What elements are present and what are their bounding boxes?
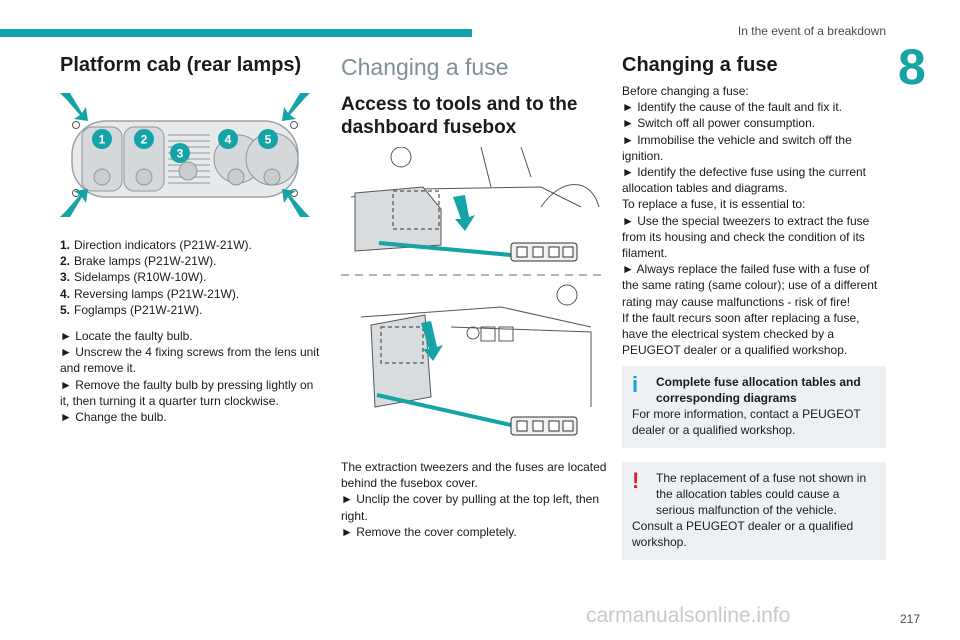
info-note-text: For more information, contact a PEUGEOT … bbox=[632, 407, 861, 438]
fusebox-access-illustration bbox=[341, 147, 603, 436]
paragraph: ► Immobilise the vehicle and switch off … bbox=[622, 132, 852, 163]
column-changing-fuse: Changing a fuse Before changing a fuse: … bbox=[622, 54, 886, 561]
running-head: In the event of a breakdown bbox=[737, 24, 886, 38]
warning-note: ! The replacement of a fuse not shown in… bbox=[622, 462, 886, 561]
paragraph: ► Remove the cover completely. bbox=[341, 524, 517, 539]
lamp-label-4: 4 bbox=[225, 133, 232, 147]
watermark: carmanualsonline.info bbox=[586, 604, 791, 627]
paragraph: ► Always replace the failed fuse with a … bbox=[622, 262, 878, 309]
step-text: ► Unscrew the 4 fixing screws from the l… bbox=[60, 345, 320, 376]
paragraph: Before changing a fuse: bbox=[622, 84, 749, 98]
section-title-changing-fuse: Changing a fuse bbox=[341, 54, 509, 80]
info-note: i Complete fuse allocation tables and co… bbox=[622, 366, 886, 449]
column-fuse-access: Changing a fuse Access to tools and to t… bbox=[341, 54, 609, 540]
rear-lamp-diagram: 1 2 3 4 5 bbox=[60, 93, 310, 217]
warning-note-text: Consult a PEUGEOT dealer or a qualified … bbox=[632, 519, 854, 550]
lamp-label-2: 2 bbox=[141, 133, 148, 147]
lamp-label-5: 5 bbox=[265, 133, 272, 147]
step-text: ► Change the bulb. bbox=[60, 410, 167, 425]
step-text: ► Remove the faulty bulb by pressing lig… bbox=[60, 377, 314, 408]
paragraph: The extraction tweezers and the fuses ar… bbox=[341, 460, 607, 491]
section-title-changing-fuse-2: Changing a fuse bbox=[622, 54, 778, 76]
warning-note-heading: The replacement of a fuse not shown in t… bbox=[656, 471, 867, 518]
step-text: ► Locate the faulty bulb. bbox=[60, 329, 193, 344]
list-item: 4.Reversing lamps (P21W-21W). bbox=[60, 286, 240, 301]
info-icon: i bbox=[632, 372, 639, 398]
paragraph: ► Unclip the cover by pulling at the top… bbox=[341, 492, 600, 523]
info-note-heading: Complete fuse allocation tables and corr… bbox=[656, 375, 861, 406]
paragraph: ► Identify the cause of the fault and fi… bbox=[622, 100, 843, 115]
lamp-label-3: 3 bbox=[177, 147, 184, 161]
list-item: 5.Foglamps (P21W-21W). bbox=[60, 302, 203, 317]
column-rear-lamps: Platform cab (rear lamps) bbox=[60, 54, 322, 425]
chapter-number: 8 bbox=[898, 39, 926, 95]
paragraph: ► Identify the defective fuse using the … bbox=[622, 165, 867, 196]
paragraph: ► Use the special tweezers to extract th… bbox=[622, 213, 870, 261]
list-item: 2.Brake lamps (P21W-21W). bbox=[60, 254, 217, 269]
page-number: 217 bbox=[899, 612, 920, 626]
list-item: 1.Direction indicators (P21W-21W). bbox=[60, 238, 252, 252]
subsection-title-access: Access to tools and to the dashboard fus… bbox=[341, 94, 578, 138]
section-title-rear-lamps: Platform cab (rear lamps) bbox=[60, 54, 302, 76]
header-accent-bar bbox=[0, 29, 472, 37]
warning-icon: ! bbox=[632, 468, 640, 494]
paragraph: ► Switch off all power consumption. bbox=[622, 116, 816, 131]
bulb-list: 1.Direction indicators (P21W-21W). 2.Bra… bbox=[60, 237, 322, 318]
paragraph: If the fault recurs soon after replacing… bbox=[622, 310, 860, 358]
lamp-label-1: 1 bbox=[99, 133, 106, 147]
list-item: 3.Sidelamps (R10W-10W). bbox=[60, 270, 207, 285]
paragraph: To replace a fuse, it is essential to: bbox=[622, 197, 806, 212]
